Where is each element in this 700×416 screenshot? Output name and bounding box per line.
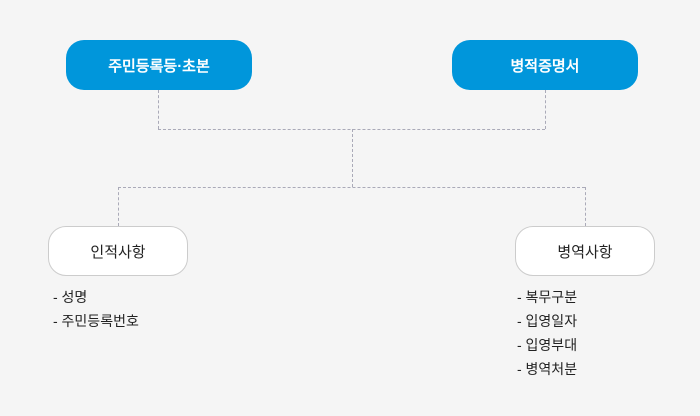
list-item: - 입영부대 (517, 337, 578, 353)
military-info-node: 병역사항 (515, 226, 655, 276)
list-item: - 병역처분 (517, 361, 578, 377)
connector (118, 187, 585, 188)
connector (585, 187, 586, 226)
connector (352, 129, 353, 187)
resident-registration-node: 주민등록등·초본 (66, 40, 252, 90)
personal-info-node: 인적사항 (48, 226, 188, 276)
personal-info-list: - 성명 - 주민등록번호 (53, 285, 139, 333)
military-certificate-node: 병적증명서 (452, 40, 638, 90)
military-info-list: - 복무구분 - 입영일자 - 입영부대 - 병역처분 (517, 285, 577, 381)
list-item: - 주민등록번호 (53, 313, 139, 329)
list-item: - 입영일자 (517, 313, 578, 329)
list-item: - 성명 (53, 289, 88, 305)
connector (545, 90, 546, 129)
list-item: - 복무구분 (517, 289, 578, 305)
connector (158, 129, 545, 130)
connector (158, 90, 159, 129)
connector (118, 187, 119, 226)
